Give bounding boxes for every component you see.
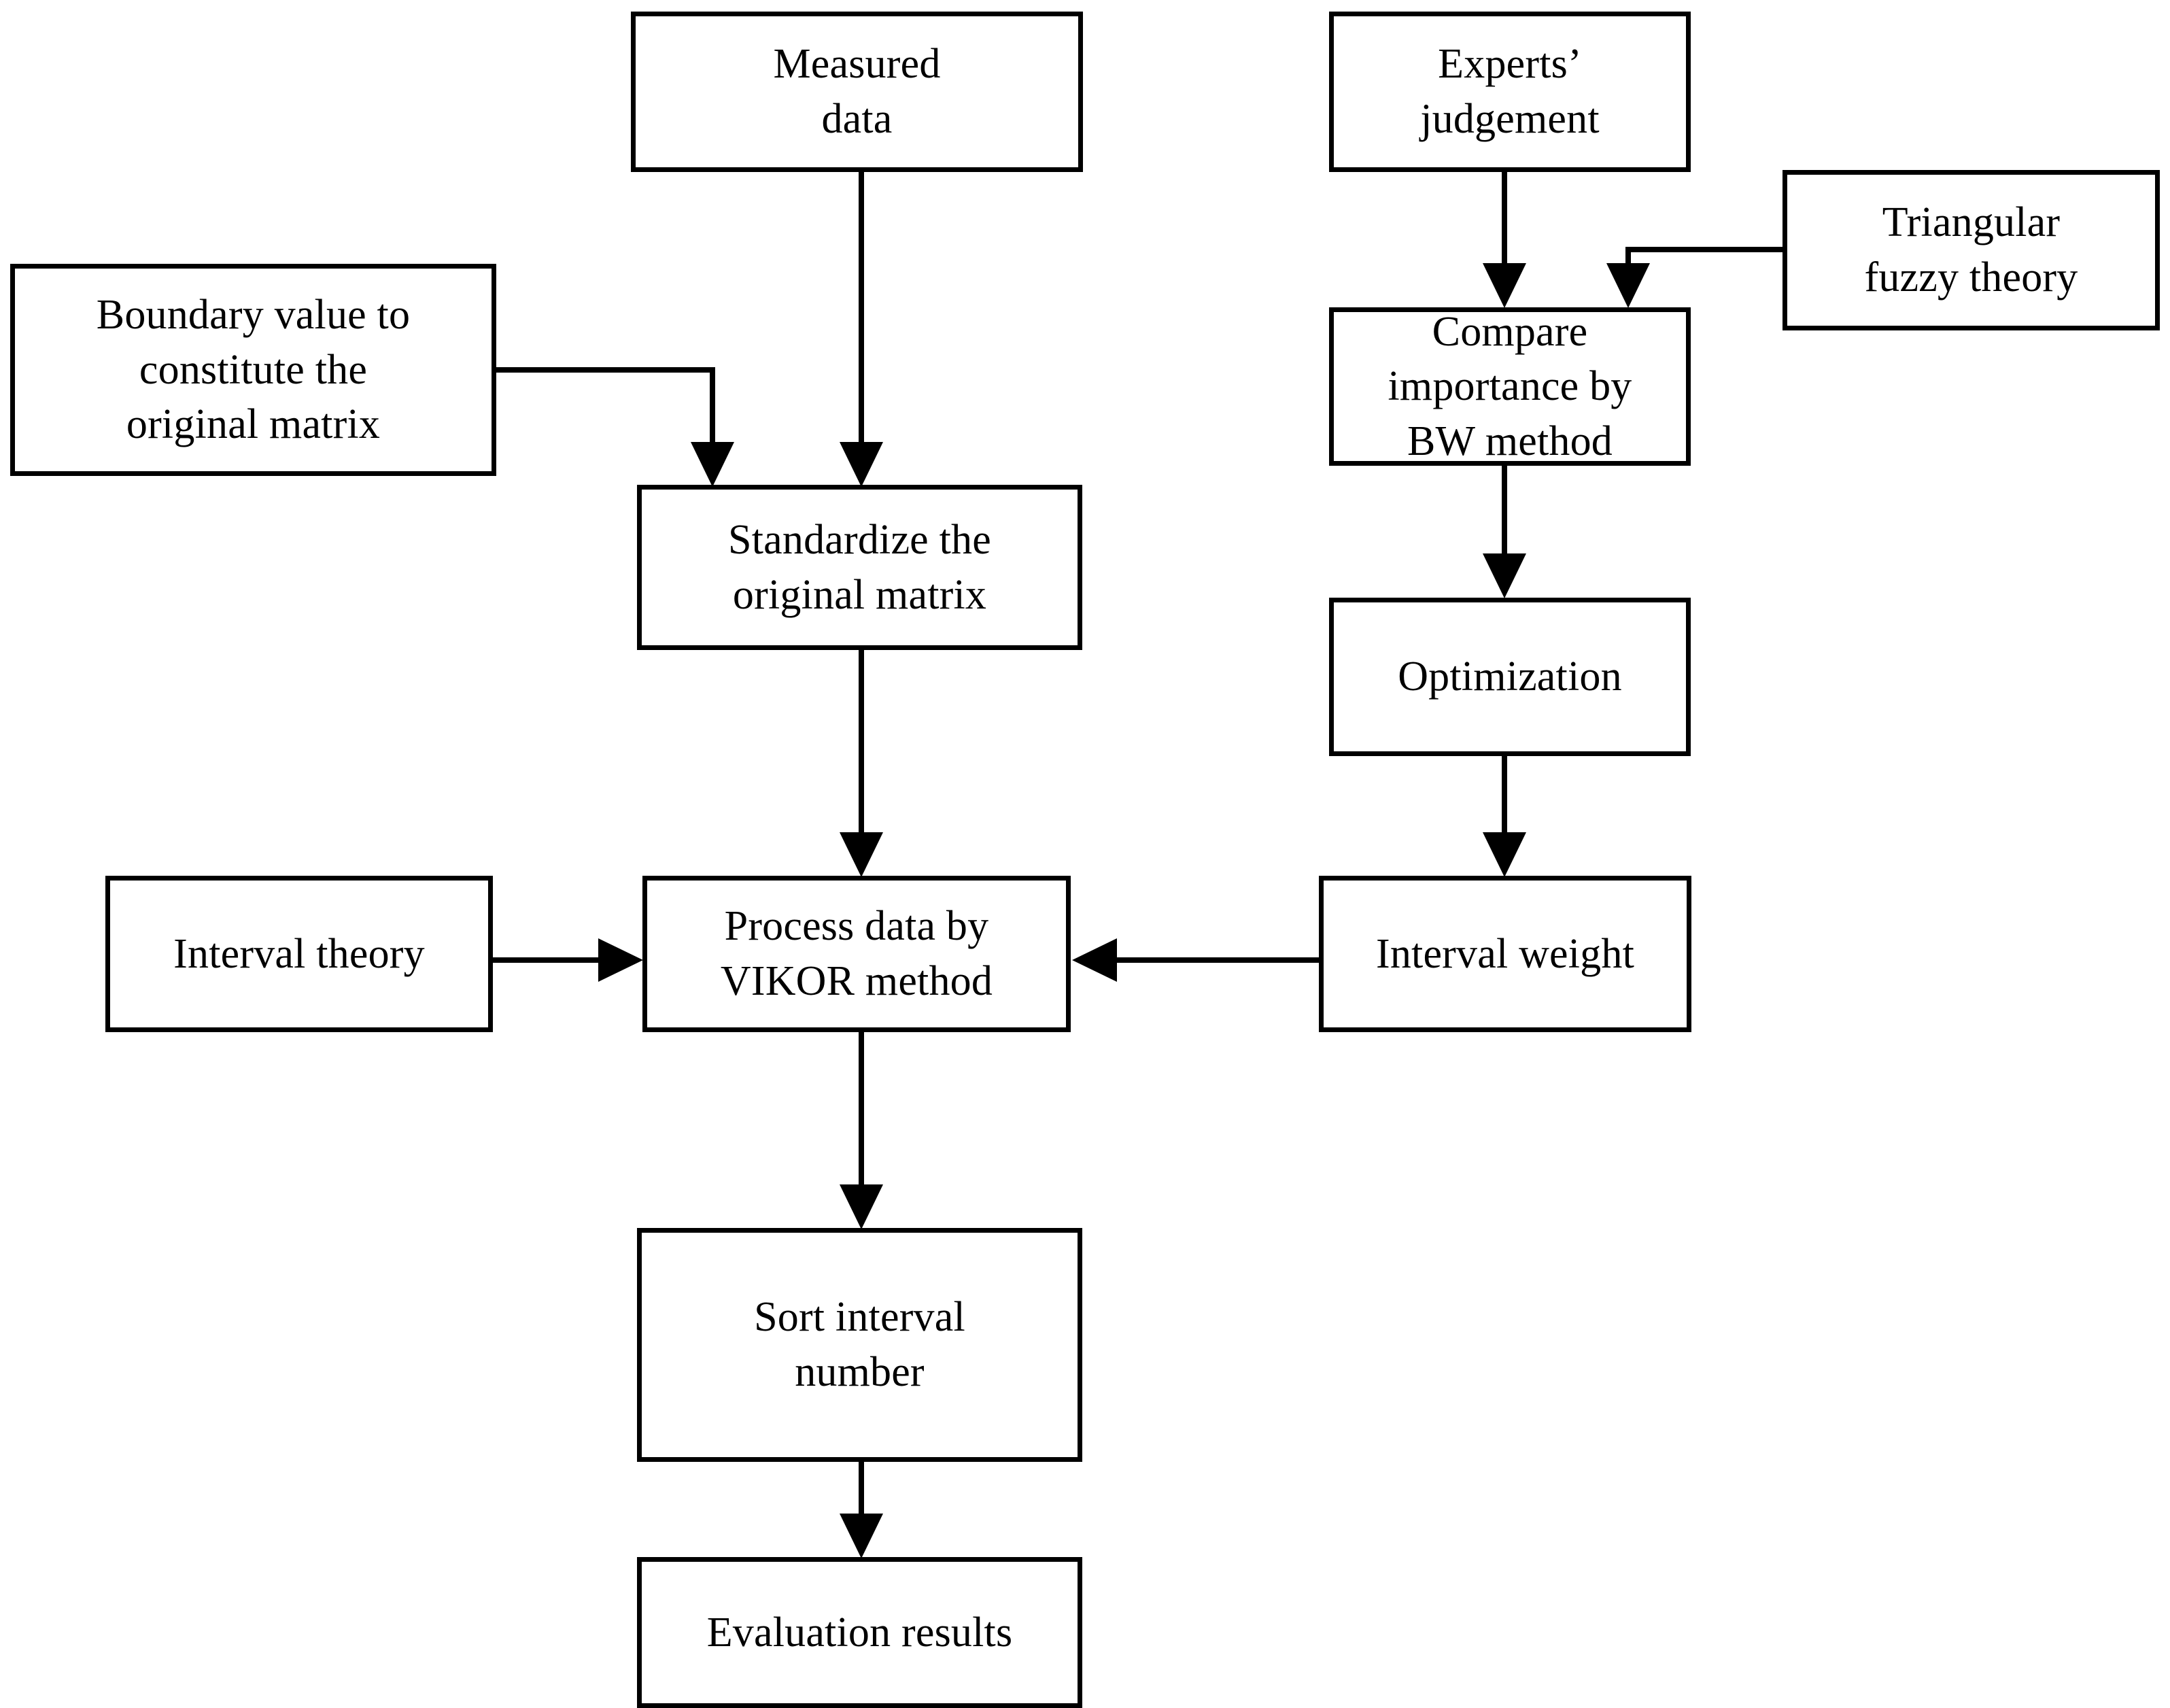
connector-standardize-to-process [840, 650, 883, 877]
node-triangular-fuzzy-theory[interactable]: Triangular fuzzy theory [1782, 170, 2160, 330]
node-label-triangular-fuzzy-theory: Triangular fuzzy theory [1864, 199, 2078, 301]
connector-boundary-to-standardize [496, 367, 734, 487]
node-label-process-vikor: Process data by VIKOR method [720, 903, 993, 1004]
node-sort-interval-number[interactable]: Sort interval number [637, 1228, 1082, 1462]
node-optimization[interactable]: Optimization [1329, 598, 1691, 756]
node-label-experts-judgement: Experts’ judgement [1420, 41, 1600, 142]
node-label-sort-interval-number: Sort interval number [754, 1294, 965, 1395]
node-boundary-value[interactable]: Boundary value to constitute the origina… [10, 264, 496, 476]
connector-measured-to-standardize [840, 172, 883, 487]
node-label-interval-theory: Interval theory [173, 930, 425, 977]
node-label-boundary-value: Boundary value to constitute the origina… [96, 292, 411, 448]
node-interval-theory[interactable]: Interval theory [105, 876, 493, 1032]
node-evaluation-results[interactable]: Evaluation results [637, 1557, 1082, 1708]
connector-sort-to-evaluation [840, 1462, 883, 1558]
connector-interval-weight-to-process [1072, 938, 1319, 982]
node-label-evaluation-results: Evaluation results [706, 1609, 1013, 1656]
node-label-standardize-matrix: Standardize the original matrix [728, 516, 991, 618]
connector-compare-to-optimization [1483, 466, 1526, 598]
node-measured-data[interactable]: Measured data [631, 12, 1083, 172]
node-label-compare-importance: Compare importance by BW method [1388, 308, 1632, 464]
connector-process-to-sort [840, 1032, 883, 1229]
node-label-measured-data: Measured data [773, 41, 941, 142]
node-standardize-matrix[interactable]: Standardize the original matrix [637, 485, 1082, 650]
node-process-vikor[interactable]: Process data by VIKOR method [642, 876, 1071, 1032]
node-label-optimization: Optimization [1398, 653, 1622, 700]
node-experts-judgement[interactable]: Experts’ judgement [1329, 12, 1691, 172]
node-compare-importance[interactable]: Compare importance by BW method [1329, 307, 1691, 466]
connector-interval-theory-to-process [493, 938, 643, 982]
connector-experts-to-compare [1483, 172, 1526, 308]
connector-optimization-to-interval-weight [1483, 756, 1526, 877]
node-interval-weight[interactable]: Interval weight [1319, 876, 1691, 1032]
node-label-interval-weight: Interval weight [1375, 930, 1635, 977]
connector-fuzzy-to-compare [1606, 247, 1782, 308]
